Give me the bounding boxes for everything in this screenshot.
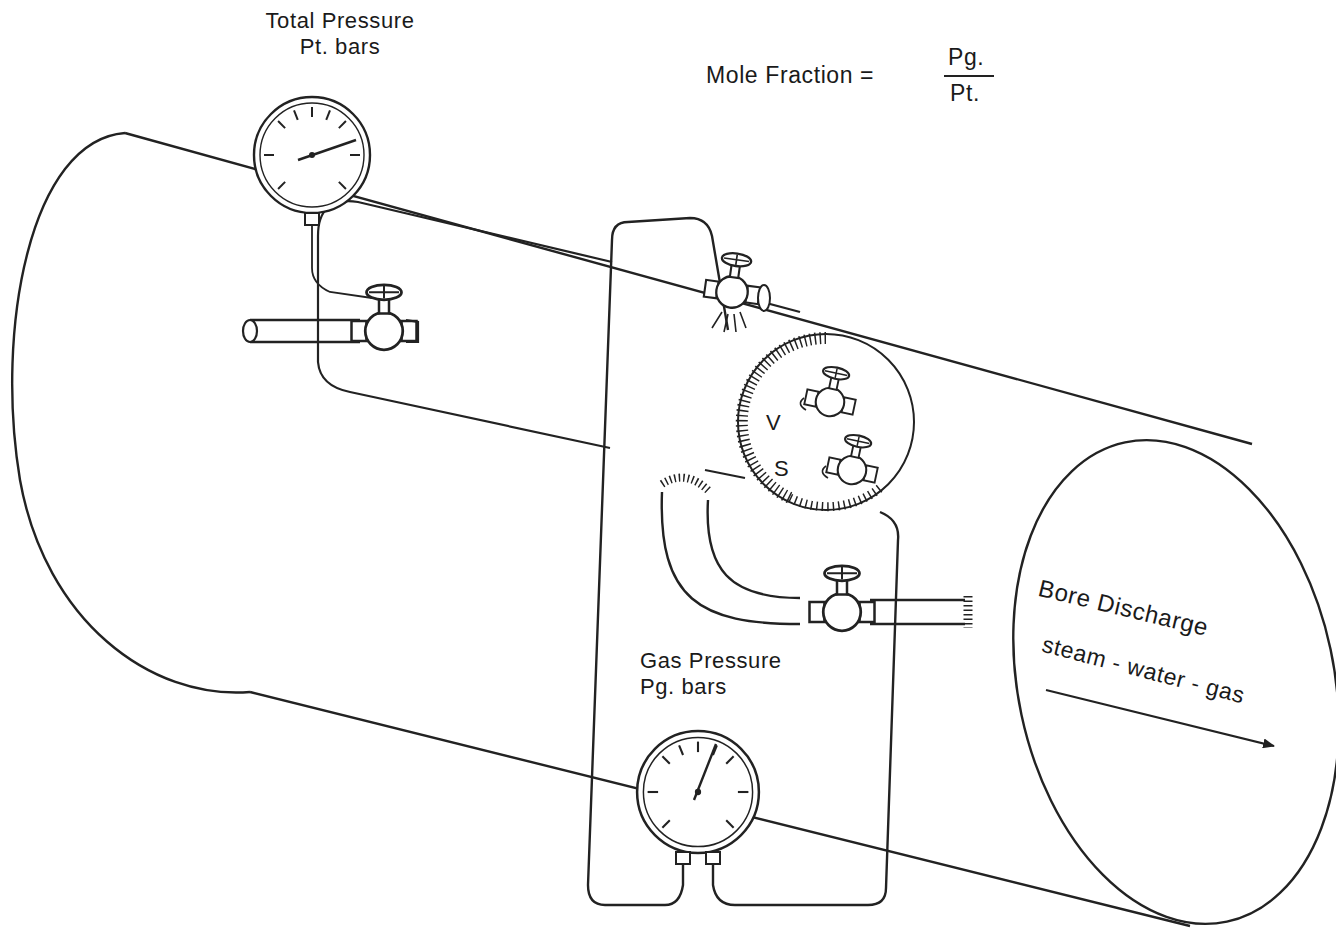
isolation-valve bbox=[352, 285, 417, 350]
pipe-end-hatching bbox=[662, 478, 710, 492]
pipe-left-end bbox=[12, 133, 250, 693]
gauge-needle bbox=[694, 744, 716, 800]
flange-hatching bbox=[790, 488, 880, 507]
pressure-gauge bbox=[637, 731, 759, 853]
window-outline bbox=[705, 470, 745, 478]
formula-term: Pg. bbox=[948, 44, 984, 70]
pressure-gauge-label: Gas Pressure Pg. bars bbox=[636, 648, 786, 858]
window-outline bbox=[318, 201, 612, 448]
flange-hatching bbox=[742, 338, 826, 498]
sample-valve bbox=[825, 430, 884, 489]
elbow-pipe bbox=[708, 500, 800, 598]
spray-marks bbox=[822, 466, 828, 478]
node-text: Gas Pressure Pg. bars bbox=[640, 648, 790, 700]
node-text: steam - water - gas bbox=[1039, 631, 1247, 708]
node-text: Total Pressure Pt. bars bbox=[265, 8, 415, 60]
gauge-stem bbox=[305, 213, 319, 225]
node-text: V bbox=[766, 410, 781, 436]
node-text: Bore Discharge bbox=[1036, 575, 1211, 641]
gauge-tube bbox=[312, 224, 372, 298]
outlet-pipe bbox=[870, 600, 965, 624]
sample-valve bbox=[703, 250, 765, 312]
gauge-stem bbox=[676, 852, 690, 864]
formula-term: Pt. bbox=[950, 80, 980, 106]
spray-marks bbox=[800, 398, 806, 410]
gauge-stem bbox=[706, 852, 720, 864]
formula-text: Mole Fraction = bbox=[706, 62, 874, 88]
sampling-band bbox=[628, 218, 728, 330]
flange-circle bbox=[738, 334, 914, 510]
valve-handwheel bbox=[758, 285, 770, 311]
discharge-end: Bore Dischargesteam - water - gas bbox=[1012, 437, 1336, 927]
pressure-gauge bbox=[254, 97, 370, 213]
elbow-pipe bbox=[662, 492, 800, 624]
pressure-gauge-label: Total Pressure Pt. bars bbox=[265, 8, 415, 223]
stub-pipe bbox=[250, 320, 360, 342]
fraction-bar bbox=[944, 75, 994, 77]
discharge-valve bbox=[810, 566, 875, 631]
pipe-right-end bbox=[971, 410, 1336, 929]
vent-valve bbox=[803, 362, 862, 421]
valve-outlet bbox=[406, 320, 418, 342]
spray-marks bbox=[712, 312, 746, 332]
gauge-needle bbox=[298, 140, 356, 160]
stub-pipe-end bbox=[243, 320, 257, 342]
node-text: S bbox=[774, 456, 789, 482]
flange-circle: VS bbox=[738, 334, 914, 510]
pipe-end-hatching bbox=[964, 596, 973, 628]
